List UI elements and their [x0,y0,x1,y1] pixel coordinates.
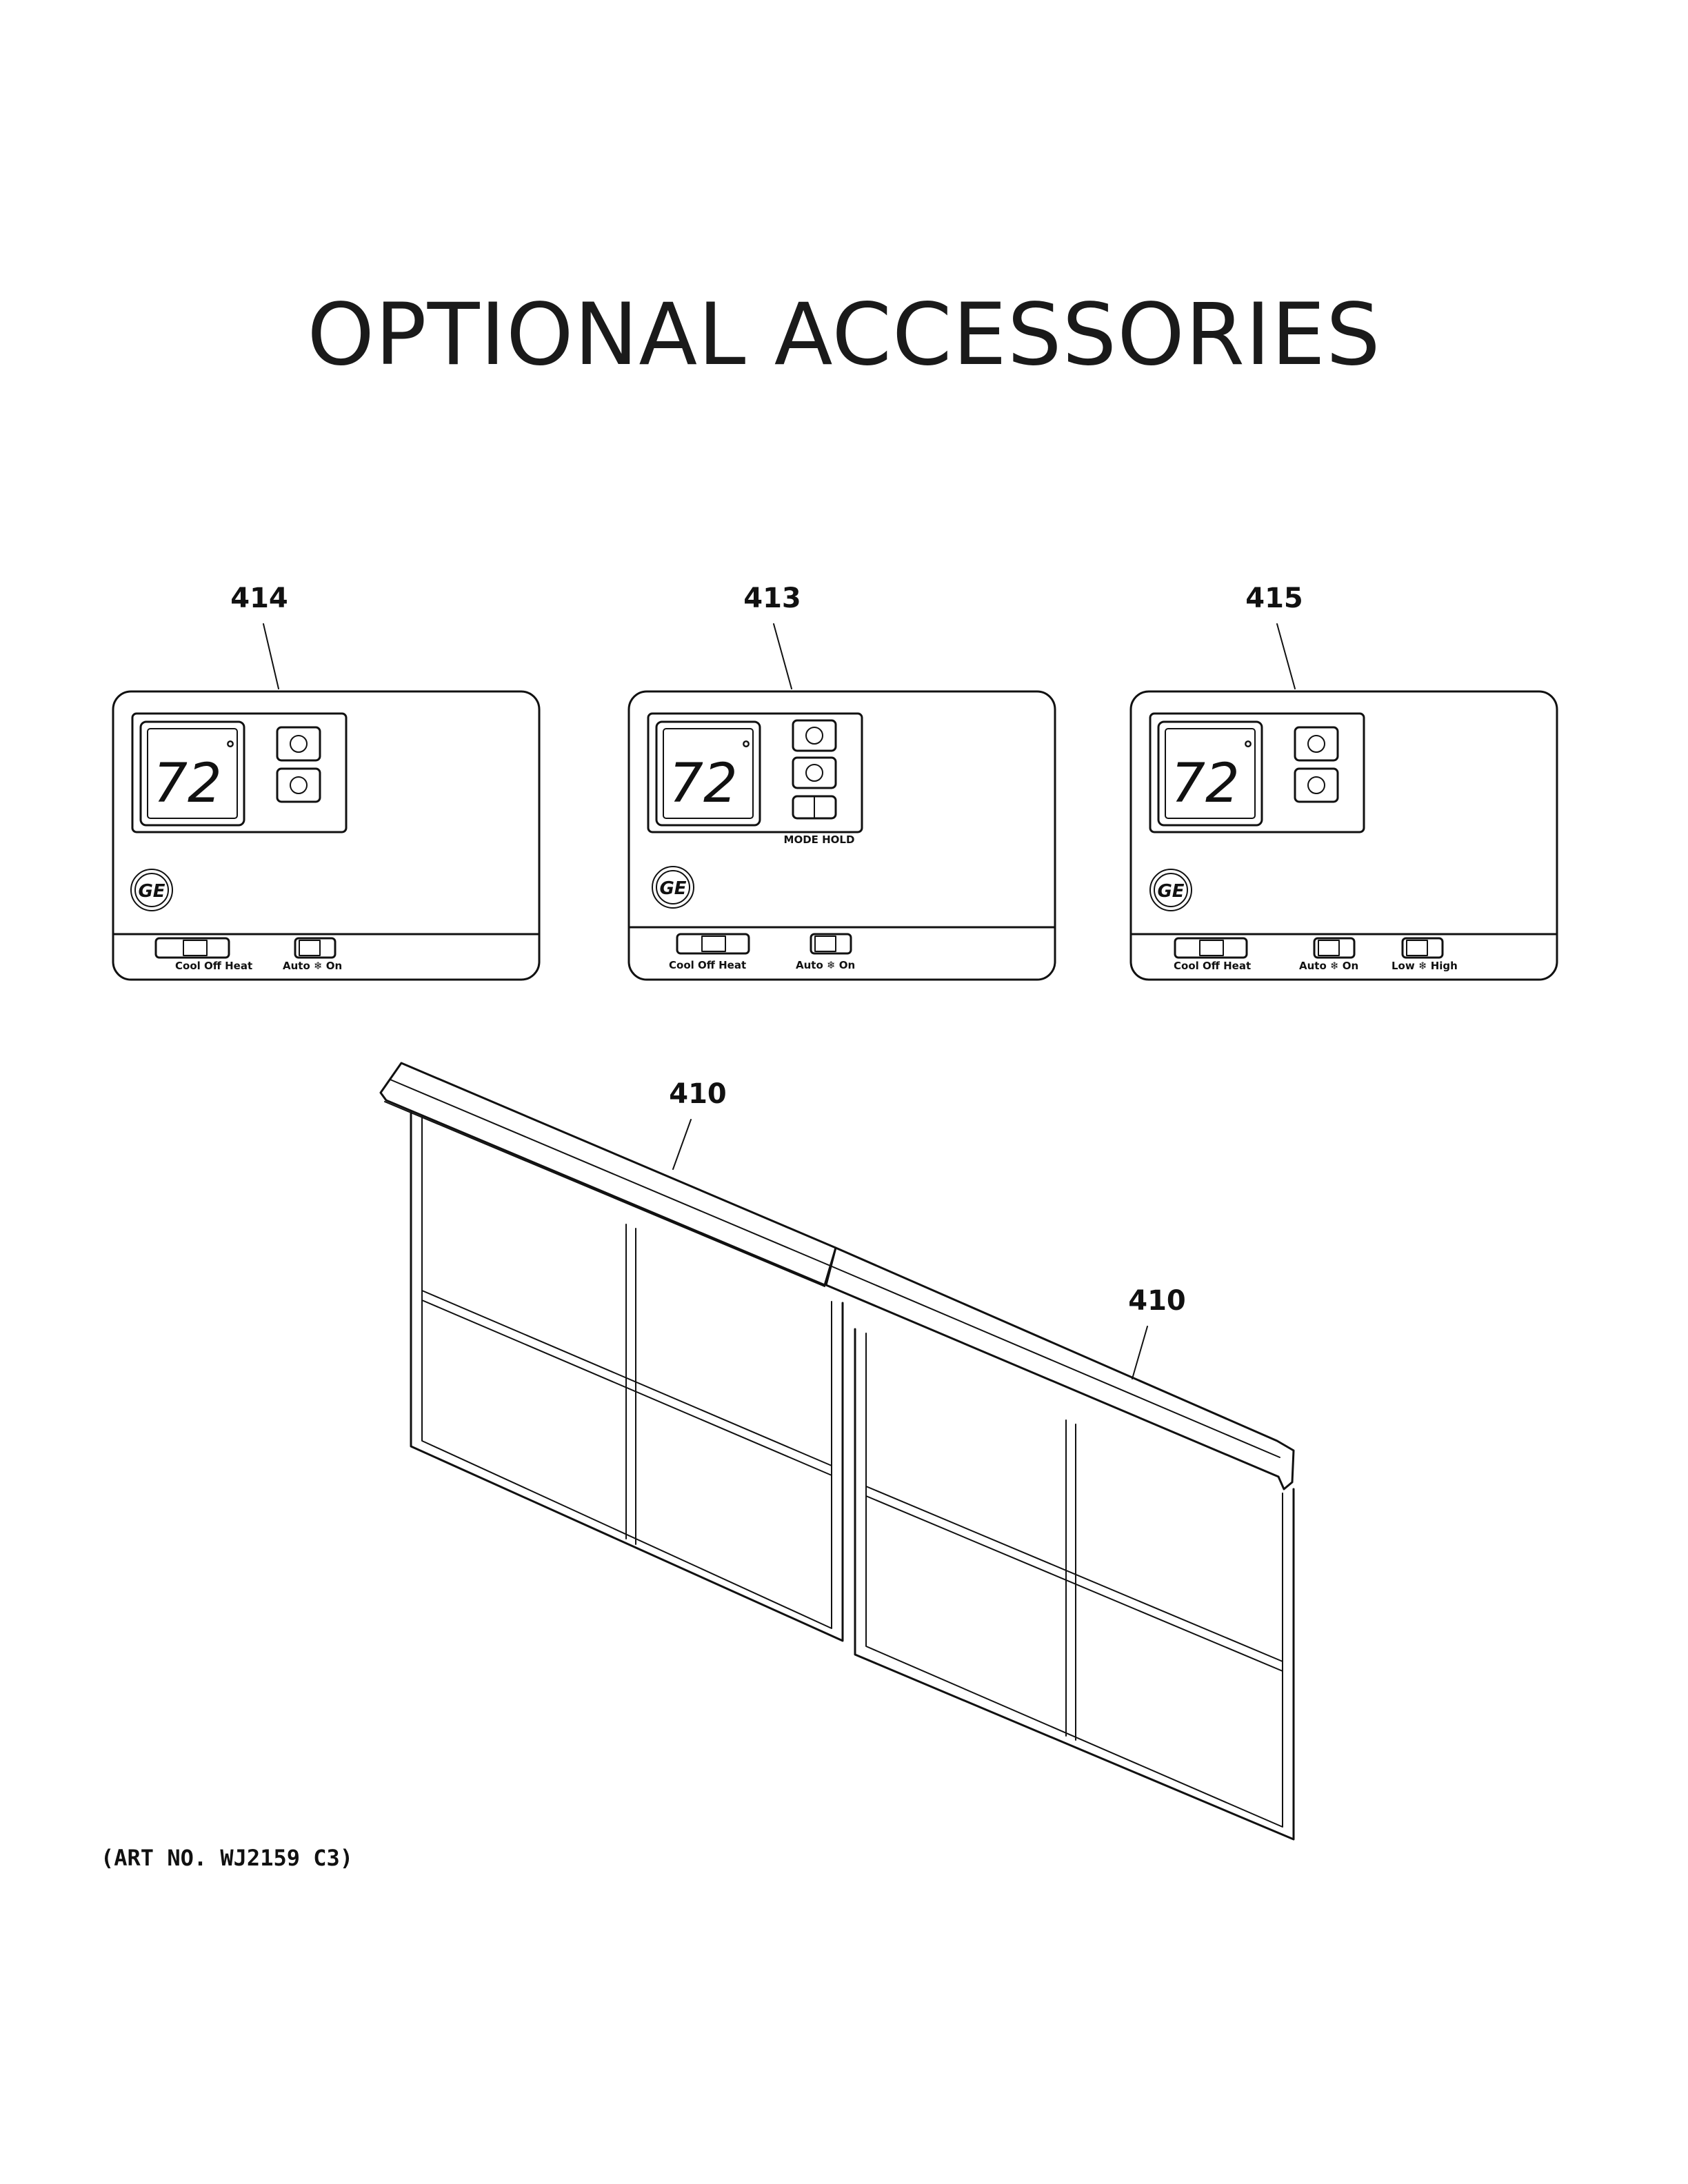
down-button[interactable] [792,756,837,789]
fan-switch[interactable] [1313,937,1356,959]
display-bezel [1149,712,1365,833]
thermostat-415: 415 72 ° GE Cool Off Heat Auto ❄ On Low … [1129,583,1558,981]
down-button[interactable] [1294,767,1339,803]
down-button-dimple-icon [1307,776,1325,794]
lcd-window [147,728,238,819]
speed-switch[interactable] [1401,937,1444,959]
filter-grid-horizontal [865,1486,1283,1662]
filter-frame [854,1328,1295,1841]
ge-logo: GE [130,869,173,911]
mode-switch-label: Cool Off Heat [175,960,252,972]
up-button-dimple-icon [805,727,823,745]
lcd-temperature: 72 [153,753,221,815]
up-button-dimple-icon [1307,735,1325,753]
speed-switch-slider[interactable] [1406,940,1428,956]
lcd-temperature: 72 [669,753,737,815]
thermostat-414: 414 72 ° GE Cool Off Heat Auto ❄ On [112,583,541,981]
leader-line-413 [773,623,792,689]
mode-switch-slider[interactable] [1199,940,1224,956]
mode-switch[interactable] [676,933,750,955]
callout-label-415: 415 [1245,583,1303,614]
ge-logo: GE [652,866,694,909]
fan-switch-slider[interactable] [814,936,836,952]
leader-line-414 [263,623,279,689]
callout-label-410-right: 410 [1128,1285,1186,1317]
lcd-window [1165,728,1256,819]
leader-line-415 [1276,623,1296,689]
lcd-window [663,728,754,819]
fan-switch-label: Auto ❄ On [283,960,342,972]
svg-text:GE: GE [659,878,686,899]
fan-switch-label: Auto ❄ On [796,959,855,971]
mode-switch-slider[interactable] [701,936,726,952]
fan-switch[interactable] [810,933,852,955]
ge-logo: GE [1149,869,1192,911]
lcd-frame [1157,720,1263,827]
fan-switch-slider[interactable] [1318,940,1340,956]
mode-switch-label: Cool Off Heat [669,959,746,971]
filter-frame [410,1111,844,1642]
mode-hold-label: MODE HOLD [784,833,855,846]
leader-line-410-right [1132,1326,1148,1379]
filter-frame-inner [865,1333,1283,1828]
rail-edge [384,1101,825,1287]
callout-label-413: 413 [743,583,801,614]
mode-switch[interactable] [154,937,230,959]
air-filter-right: 410 [825,1246,1295,1841]
fan-switch-label: Auto ❄ On [1299,960,1358,972]
speed-switch-label: Low ❄ High [1391,960,1458,972]
lcd-degree-symbol: ° [225,738,236,762]
fan-switch[interactable] [294,937,336,959]
filter-handle-rail [825,1246,1295,1490]
thermostat-body [112,690,541,981]
callout-label-414: 414 [230,583,288,614]
up-button[interactable] [276,726,321,762]
display-bezel [647,712,863,833]
thermostat-body [1129,690,1558,981]
down-button[interactable] [276,767,321,803]
lcd-degree-symbol: ° [1243,738,1254,762]
filter-handle-rail [379,1062,837,1286]
callout-label-410-left: 410 [669,1078,727,1110]
leader-line-410-left [672,1119,692,1170]
lcd-frame [139,720,245,827]
lcd-degree-symbol: ° [741,738,752,762]
rail-edge [390,1079,831,1266]
fan-switch-slider[interactable] [299,940,321,956]
mode-switch[interactable] [1174,937,1248,959]
up-button-dimple-icon [290,735,308,753]
mode-switch-label: Cool Off Heat [1174,960,1251,972]
display-bezel [131,712,348,833]
thermostat-413: 413 72 ° MODE HOLD GE Cool Off Heat Auto… [627,583,1056,981]
down-button-dimple-icon [805,764,823,782]
rail-edge [830,1265,1280,1458]
page-title: OPTIONAL ACCESSORIES [307,285,1380,385]
svg-text:GE: GE [138,881,165,902]
svg-text:GE: GE [1157,881,1184,902]
lcd-frame [655,720,761,827]
filter-grid-horizontal [865,1495,1283,1672]
air-filter-left: 410 [379,1062,844,1642]
up-button[interactable] [1294,726,1339,762]
thermostat-body [627,690,1056,981]
art-number: (ART NO. WJ2159 C3) [101,1845,353,1871]
down-button-dimple-icon [290,776,308,794]
lcd-temperature: 72 [1171,753,1239,815]
mode-switch-slider[interactable] [183,940,208,956]
up-button[interactable] [792,719,837,752]
